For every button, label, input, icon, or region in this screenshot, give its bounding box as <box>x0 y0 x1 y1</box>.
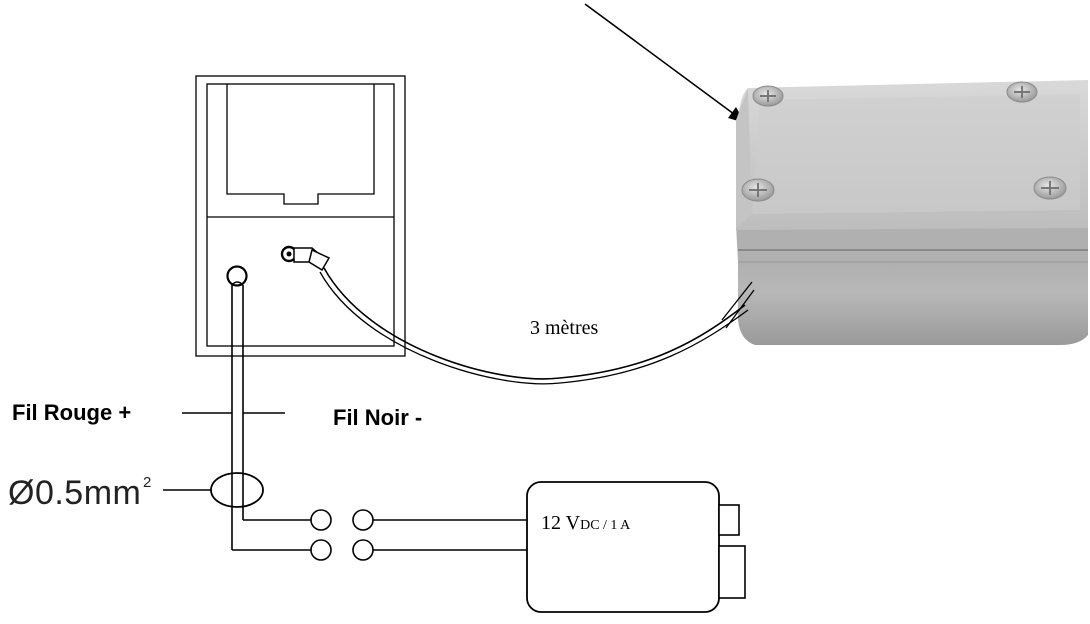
wire-gauge-label: Ø0.5mm <box>8 474 141 512</box>
black-wire-label: Fil Noir - <box>333 405 422 430</box>
red-wire-label: Fil Rouge + <box>12 400 131 425</box>
wire-gauge-superscript: 2 <box>143 474 151 491</box>
power-input-socket <box>226 265 248 287</box>
wire-gauge-value: Ø0.5mm <box>8 474 141 512</box>
screw-icon <box>1006 81 1038 103</box>
terminal-pair-bottom <box>310 539 374 561</box>
terminal-pair-top <box>310 509 374 531</box>
psu-adapter <box>526 481 746 613</box>
psu-current: / 1 A <box>600 518 632 533</box>
jack-plug-icon <box>280 245 331 272</box>
psu-voltage: 12 V <box>541 512 581 534</box>
screw-icon <box>741 178 775 202</box>
power-cable <box>210 281 311 551</box>
cable-length-label: 3 mètres <box>530 317 599 339</box>
cable-3m <box>319 267 755 385</box>
screw-icon <box>752 85 784 107</box>
screw-icon <box>1033 176 1067 200</box>
pointer-arrow <box>584 3 745 123</box>
psu-voltage-sub: DC <box>580 518 599 533</box>
panel-unit <box>195 75 406 357</box>
enclosure-photo <box>736 80 1088 345</box>
psu-rating-label: 12 VDC / 1 A <box>541 512 631 534</box>
